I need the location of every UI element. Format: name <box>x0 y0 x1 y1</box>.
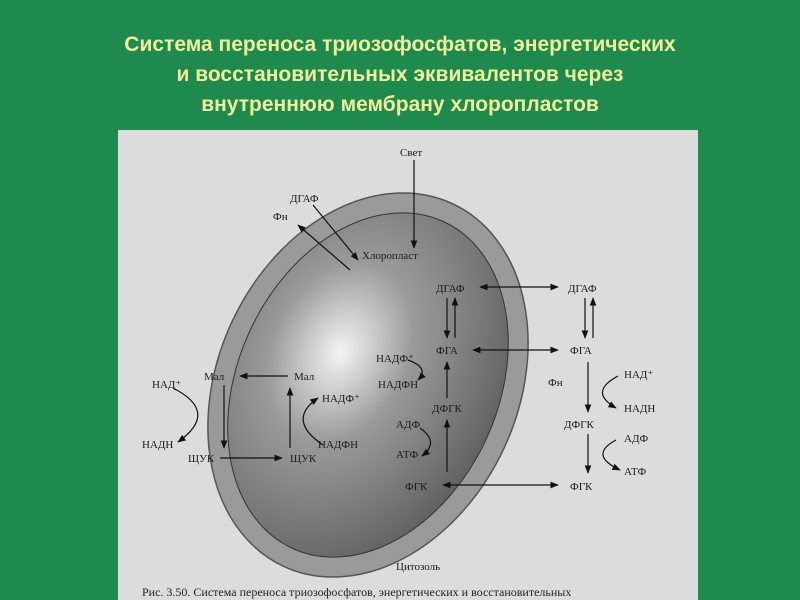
chloroplast-transport-diagram: Свет Хлоропласт Цитозоль ДГАФ Фн ДГАФ ДГ… <box>142 147 655 578</box>
figure-caption: Рис. 3.50. Система переноса триозофосфат… <box>142 585 572 599</box>
label-fn-out-top: Фн <box>273 211 288 223</box>
label-fgk-in: ФГК <box>405 481 428 493</box>
label-dgaf-out-top: ДГАФ <box>290 193 319 205</box>
label-atf-in: АТФ <box>396 449 418 461</box>
label-fga-cyt: ФГА <box>570 345 592 357</box>
atp-curve-cyt <box>602 439 621 471</box>
dgaf-export-arrow <box>312 204 359 261</box>
label-shchuk-out: ЩУК <box>188 453 215 465</box>
label-mal-out: Мал <box>204 371 225 383</box>
label-dgaf-in: ДГАФ <box>436 283 465 295</box>
nadf-reduction-curve <box>407 359 426 381</box>
label-nad-plus-left: НАД⁺ <box>152 379 181 391</box>
label-nad-plus-cyt: НАД⁺ <box>624 369 653 381</box>
label-light: Свет <box>400 147 422 159</box>
label-fn-cyt: Фн <box>548 377 563 389</box>
label-nadfn-mal: НАДФН <box>318 439 358 451</box>
label-fgk-cyt: ФГК <box>570 481 593 493</box>
label-shchuk-in: ЩУК <box>290 453 317 465</box>
nadfn-oxidation-curve <box>302 397 324 446</box>
inner-stroma <box>227 212 509 558</box>
atp-curve <box>419 427 432 457</box>
label-nadfn-in: НАДФН <box>378 379 418 391</box>
nad-reduction-curve-left <box>172 387 199 443</box>
label-nadf-plus-mal: НАДФ⁺ <box>322 393 360 405</box>
label-fga-in: ФГА <box>436 345 458 357</box>
label-atf-cyt: АТФ <box>624 466 646 478</box>
fn-import-arrow <box>297 224 351 271</box>
label-dfgk-cyt: ДФГК <box>564 419 595 431</box>
nad-reduction-curve-cyt <box>601 375 619 409</box>
label-nadn-left: НАДН <box>142 439 173 451</box>
figure-panel: Свет Хлоропласт Цитозоль ДГАФ Фн ДГАФ ДГ… <box>118 130 698 600</box>
slide-title: Система переноса триозофосфатов, энергет… <box>0 30 800 120</box>
label-cytosol: Цитозоль <box>396 561 440 573</box>
label-adf-cyt: АДФ <box>624 433 648 445</box>
label-dgaf-cyt: ДГАФ <box>568 283 597 295</box>
title-line-2: и восстановительных эквивалентов через <box>176 63 624 86</box>
label-adf-in: АДФ <box>396 419 420 431</box>
title-line-3: внутреннюю мембрану хлоропластов <box>201 93 599 116</box>
label-nadf-plus-in: НАДФ⁺ <box>376 353 414 365</box>
label-chloroplast: Хлоропласт <box>362 250 418 262</box>
title-line-1: Система переноса триозофосфатов, энергет… <box>124 33 676 56</box>
label-nadn-cyt: НАДН <box>624 403 655 415</box>
label-mal-in: Мал <box>294 371 315 383</box>
label-dfgk-in: ДФГК <box>432 403 463 415</box>
